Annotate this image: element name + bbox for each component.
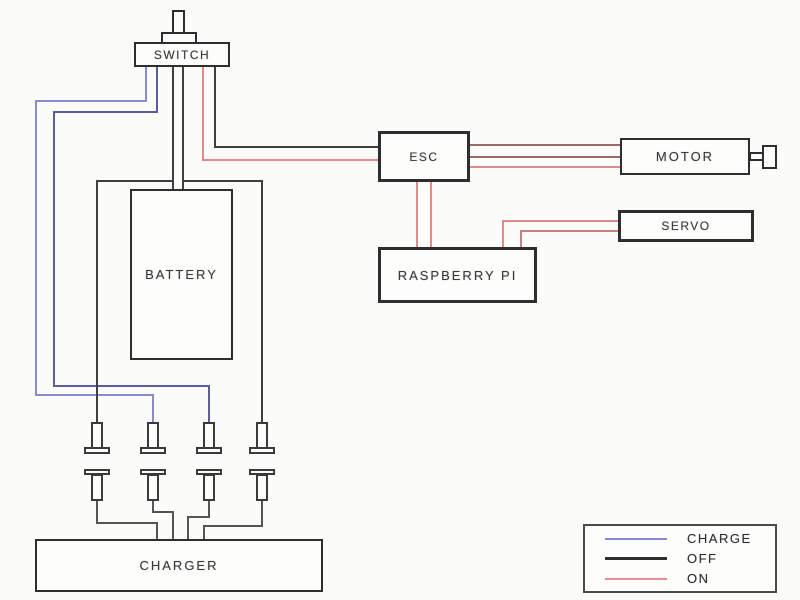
wire-esc-motor-1 — [470, 144, 620, 146]
wire-charge-b-left — [53, 111, 55, 387]
motor-shaft-cap — [762, 145, 777, 169]
legend-off-label: OFF — [687, 551, 718, 566]
wire-off-branch-right — [183, 180, 263, 182]
wire-esc-motor-2 — [470, 156, 620, 158]
wire-charge-a-drop — [145, 67, 147, 102]
plug-top-2-stem — [147, 422, 159, 449]
battery-label: BATTERY — [145, 267, 218, 282]
switch-label: SWITCH — [153, 47, 211, 62]
switch-box: SWITCH — [134, 42, 230, 67]
plug-top-1-stem — [91, 422, 103, 449]
legend-row-on: ON — [605, 571, 775, 586]
wire-off-switch-esc-drop — [214, 67, 216, 148]
wire-charge-a-bottom — [35, 394, 154, 396]
wire-plug1-drop — [96, 500, 98, 524]
off-line-swatch — [605, 557, 667, 560]
plug-bottom-3-stem — [203, 474, 215, 501]
wire-off-to-plug1 — [96, 180, 98, 423]
wire-plug1-charger — [156, 522, 158, 540]
legend-charge-label: CHARGE — [687, 531, 752, 546]
charge-line-swatch — [605, 537, 667, 540]
wire-rpi-servo-1 — [502, 220, 618, 222]
plug-bottom-1-stem — [91, 474, 103, 501]
charger-label: CHARGER — [139, 558, 219, 573]
legend-row-charge: CHARGE — [605, 531, 775, 546]
wire-rpi-servo-2-rise — [520, 230, 522, 247]
motor-box: MOTOR — [620, 138, 750, 175]
wire-charge-b-top — [53, 111, 158, 113]
wire-esc-rpi-2 — [430, 182, 432, 247]
wire-plug3-charger — [187, 516, 189, 540]
charger-box: CHARGER — [35, 539, 323, 592]
wire-esc-motor-3 — [470, 166, 620, 168]
wire-on-switch-esc-drop — [202, 67, 204, 161]
wire-charge-b-drop — [156, 67, 158, 113]
wire-plug2-charger — [172, 511, 174, 540]
battery-box: BATTERY — [130, 189, 233, 360]
wire-plug4-run — [203, 525, 263, 527]
wire-off-switch-battery-left — [172, 67, 174, 189]
wire-plug4-drop — [261, 500, 263, 527]
wire-off-switch-battery-right — [182, 67, 184, 189]
wire-plug2-run — [152, 511, 174, 513]
wire-off-switch-esc — [214, 146, 378, 148]
wire-rpi-servo-1-rise — [502, 220, 504, 247]
on-line-swatch — [605, 577, 667, 580]
legend-on-label: ON — [687, 571, 710, 586]
plug-bottom-2-stem — [147, 474, 159, 501]
wire-plug2-drop — [152, 500, 154, 513]
wire-off-branch-left — [96, 180, 174, 182]
wire-plug3-drop — [208, 500, 210, 518]
servo-box: SERVO — [618, 210, 754, 242]
legend-row-off: OFF — [605, 551, 775, 566]
plug-top-4-stem — [256, 422, 268, 449]
wire-charge-a-top — [35, 100, 147, 102]
wire-on-switch-esc — [202, 159, 378, 161]
wire-plug4-charger — [203, 525, 205, 540]
servo-label: SERVO — [661, 219, 711, 233]
plug-top-3-stem — [203, 422, 215, 449]
wire-plug1-run — [96, 522, 158, 524]
legend-box: CHARGE OFF ON — [583, 524, 777, 593]
wire-off-to-plug4 — [261, 180, 263, 423]
plug-bottom-4-stem — [256, 474, 268, 501]
wire-rpi-servo-2 — [520, 230, 618, 232]
raspberry-pi-label: RASPBERRY PI — [397, 267, 518, 283]
plug-top-3-plate — [196, 447, 222, 454]
plug-top-1-plate — [84, 447, 110, 454]
plug-top-2-plate — [140, 447, 166, 454]
esc-box: ESC — [378, 131, 470, 182]
esc-label: ESC — [409, 149, 439, 164]
plug-top-4-plate — [249, 447, 275, 454]
wire-charge-a-to-plug2 — [152, 394, 154, 424]
wire-charge-b-to-plug3 — [208, 385, 210, 424]
wire-charge-a-left — [35, 100, 37, 396]
raspberry-pi-box: RASPBERRY PI — [378, 247, 537, 303]
wire-esc-rpi-1 — [416, 182, 418, 247]
wire-charge-b-bottom — [53, 385, 210, 387]
motor-label: MOTOR — [655, 149, 715, 164]
wire-plug3-run — [187, 516, 209, 518]
